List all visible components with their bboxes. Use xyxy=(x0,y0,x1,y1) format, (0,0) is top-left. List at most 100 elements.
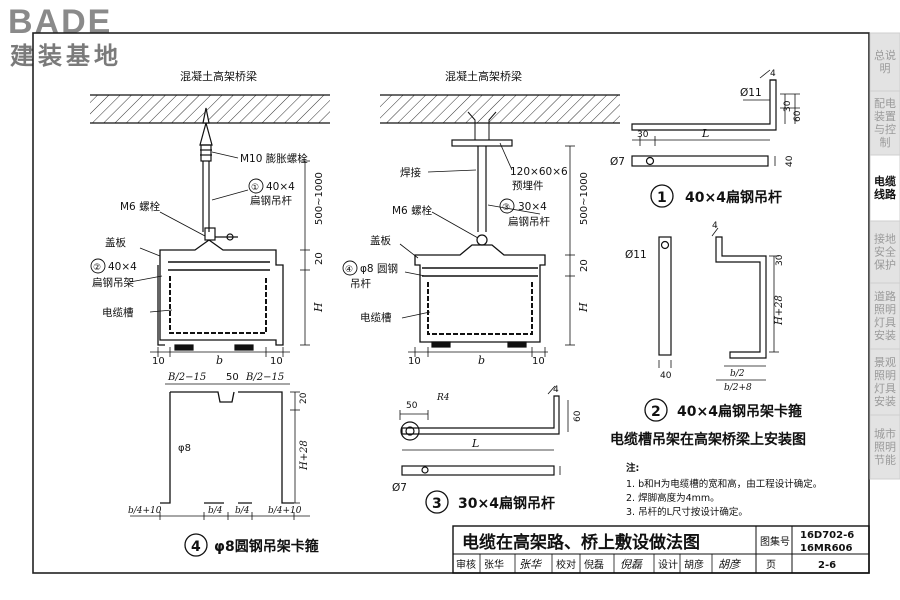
side-tab-bg xyxy=(869,414,900,480)
d2-b2: b/2 xyxy=(730,369,745,379)
check-name: 倪磊 xyxy=(584,559,604,571)
left-bolt-label: M10 膨胀螺栓 xyxy=(240,152,308,165)
side-tab-label: 安装 xyxy=(874,394,896,408)
side-tab-label: 灯具 xyxy=(874,316,896,329)
side-tab-bg xyxy=(869,348,900,416)
left-hanger-spec: 40×4 xyxy=(108,261,137,273)
side-tab-label: 总说 xyxy=(874,48,896,62)
side-tab[interactable]: 总说明 xyxy=(869,32,900,92)
check-signature: 倪磊 xyxy=(620,558,644,571)
page-number: 2-6 xyxy=(818,560,836,571)
d4-num: 4 xyxy=(191,539,201,555)
mid-dim-H: H xyxy=(577,302,590,313)
sheet-border xyxy=(32,32,870,574)
side-tab-label: 接地 xyxy=(874,233,896,246)
logo-brand: BADE xyxy=(8,3,112,41)
left-rod-name: 扁钢吊杆 xyxy=(250,194,292,207)
detail-2-labels: Ø11 4 30 H+28 40 b/2 b/2+8 2 40×4扁钢吊架卡箍 xyxy=(625,221,802,422)
mid-weld-label: 焊接 xyxy=(400,166,421,179)
side-tab-label: 城市 xyxy=(874,427,896,441)
note-item: 3. 吊杆的L尺寸按设计确定。 xyxy=(626,506,748,518)
d3-50: 50 xyxy=(406,401,418,411)
middle-view xyxy=(380,94,620,357)
install-title: 电缆槽吊架在高架桥梁上安装图 xyxy=(610,431,806,448)
side-tab-bg xyxy=(869,90,900,156)
design-name: 胡彦 xyxy=(684,558,704,571)
atlas-no-2: 16MR606 xyxy=(800,543,852,554)
atlas-no-1: 16D702-6 xyxy=(800,530,854,541)
left-hanger-ref: ② xyxy=(93,263,101,273)
mid-plate-label: 120×60×6 xyxy=(510,166,568,178)
detail-2-drawing xyxy=(658,227,779,381)
mid-dim-10a: 10 xyxy=(408,356,421,367)
side-tab-bar: 总说明配电装置与控制电缆线路接地安全保护道路照明灯具安装景观照明灯具安装城市照明… xyxy=(869,32,900,480)
d4-50: 50 xyxy=(226,372,239,383)
detail-3-labels: 50 R4 4 60 L Ø7 3 30×4扁钢吊杆 xyxy=(392,385,583,514)
side-tab-label: 景观 xyxy=(874,356,896,369)
logo: BADE 建装基地 xyxy=(8,3,118,70)
left-dim-10a: 10 xyxy=(152,356,165,367)
notes-heading: 注: xyxy=(626,462,639,474)
mid-hanger-ref: ④ xyxy=(345,265,353,275)
mid-dim-b: b xyxy=(478,354,485,367)
d4-B215b: B/2−15 xyxy=(245,372,284,383)
review-label: 审核 xyxy=(456,558,476,571)
note-item: 1. b和H为电缆槽的宽和高，由工程设计确定。 xyxy=(626,478,822,490)
mid-hanger-spec: φ8 圆钢 xyxy=(360,262,398,275)
d4-20: 20 xyxy=(299,392,309,404)
detail-1-drawing xyxy=(631,69,800,167)
d4-b4b: b/4 xyxy=(235,506,250,516)
left-m6-label: M6 螺栓 xyxy=(120,200,161,213)
d1-L: L xyxy=(701,127,709,140)
d4-b410b: b/4+10 xyxy=(268,506,302,516)
d1-7: Ø7 xyxy=(610,156,625,168)
mid-cover-label: 盖板 xyxy=(370,234,391,247)
side-tab-label: 安全 xyxy=(874,245,896,259)
d1-title: 40×4扁钢吊杆 xyxy=(685,189,782,206)
d1-30b: 30 xyxy=(637,130,649,140)
d2-30: 30 xyxy=(775,254,785,266)
d2-num: 2 xyxy=(651,404,661,420)
title-block xyxy=(452,525,870,574)
side-tab-label: 照明 xyxy=(874,441,896,454)
d4-title: φ8圆钢吊架卡箍 xyxy=(214,538,319,555)
d4-B215a: B/2−15 xyxy=(167,372,206,383)
left-tray-label: 电缆槽 xyxy=(102,306,134,319)
d1-4: 4 xyxy=(770,69,776,79)
detail-1-labels: Ø11 30 60 30 L Ø7 40 4 1 40×4扁钢吊杆 xyxy=(610,69,803,208)
mid-rod-spec: 30×4 xyxy=(518,201,547,213)
d3-60: 60 xyxy=(573,410,583,422)
atlas-label: 图集号 xyxy=(760,535,790,548)
mid-plate-name: 预埋件 xyxy=(512,180,544,192)
side-tab-label: 线路 xyxy=(874,187,897,201)
title-block-text: 电缆在高架路、桥上敷设做法图 图集号 16D702-6 16MR606 审核 张… xyxy=(456,530,854,571)
left-rod-ref: ① xyxy=(251,183,259,193)
mid-dim-10b: 10 xyxy=(532,356,545,367)
note-item: 2. 焊脚高度为4mm。 xyxy=(626,492,720,504)
mid-tray-label: 电缆槽 xyxy=(360,311,392,324)
d2-H28: H+28 xyxy=(774,295,785,326)
side-tab-label: 灯具 xyxy=(874,382,896,395)
side-tab-label: 明 xyxy=(880,62,891,75)
side-tab-label: 配电 xyxy=(874,97,896,110)
left-view-labels: M10 膨胀螺栓 ① 40×4 扁钢吊杆 M6 螺栓 盖板 ② 40×4 扁钢吊… xyxy=(90,152,325,367)
side-tab-label: 节能 xyxy=(874,453,896,467)
left-cover-label: 盖板 xyxy=(105,236,126,249)
d1-num: 1 xyxy=(657,190,667,206)
d1-dia: Ø11 xyxy=(740,87,762,99)
side-tab-label: 制 xyxy=(880,136,891,149)
left-hanger-name: 扁钢吊架 xyxy=(92,276,134,289)
side-tab-bg xyxy=(869,154,900,222)
d3-title: 30×4扁钢吊杆 xyxy=(458,495,555,512)
left-view: 混凝土高架桥梁 xyxy=(90,69,330,357)
left-dim-10b: 10 xyxy=(270,356,283,367)
check-label: 校对 xyxy=(556,558,576,571)
review-signature: 张华 xyxy=(519,558,543,571)
left-rod-spec: 40×4 xyxy=(266,181,295,193)
